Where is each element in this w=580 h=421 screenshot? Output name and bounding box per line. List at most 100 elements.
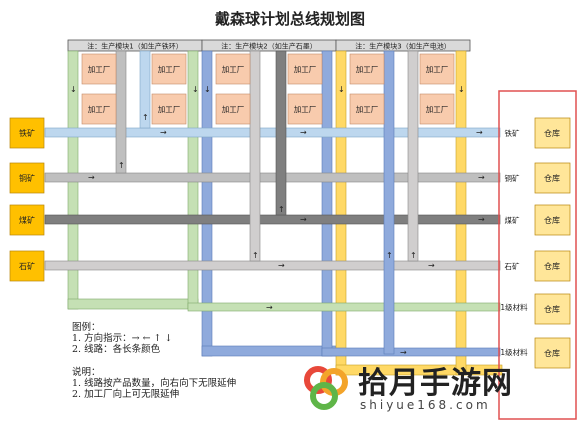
ore-source-coal: [9, 204, 45, 236]
line-tag: 铁矿: [505, 128, 520, 138]
notes: 说明： 1. 线路按产品数量，向右向下无限延伸 2. 加工厂向上可无限延伸: [72, 367, 236, 400]
factory-label: 加工厂: [294, 64, 317, 74]
arrow-right-icon: →: [476, 128, 483, 137]
stone-line: [44, 260, 501, 271]
ore-lines: [44, 127, 501, 271]
line-tag: 铜矿: [505, 173, 520, 183]
line-tag: 石矿: [505, 261, 520, 271]
watermark-brand: 拾月手游网: [358, 366, 513, 401]
warehouse-highlight-frame: [498, 90, 577, 420]
arrow-down-icon: ↓: [338, 85, 345, 94]
arrow-right-icon: →: [478, 173, 485, 182]
factory-label: 加工厂: [88, 104, 111, 114]
notes-item-1: 1. 线路按产品数量，向右向下无限延伸: [72, 378, 237, 389]
coal-line: [44, 214, 501, 225]
factory-box: [419, 53, 455, 85]
ore-source-label: 煤矿: [19, 215, 35, 225]
ore-source-label: 石矿: [19, 261, 35, 271]
arrow-right-icon: →: [88, 173, 95, 182]
factory-label: 加工厂: [356, 64, 379, 74]
legend-heading: 图例：: [72, 322, 101, 333]
arrow-right-icon: →: [428, 261, 435, 270]
arrow-right-icon: →: [266, 303, 273, 312]
factories: 加工厂 加工厂 加工厂 加工厂 加工厂 加工厂 加工厂 加工厂 加工厂 加工厂 …: [81, 53, 455, 125]
ore-source-label: 铜矿: [19, 173, 35, 183]
warehouse-label: 仓库: [544, 215, 560, 225]
warehouse-box: [534, 117, 571, 149]
line-tags: 铁矿 铜矿 煤矿 石矿 1级材料 1级材料: [500, 128, 528, 357]
arrow-right-icon: →: [278, 261, 285, 270]
product-line-2: [321, 347, 501, 357]
arrow-up-icon: ↑: [278, 205, 285, 214]
arrow-up-icon: ↑: [118, 161, 125, 170]
copper-line: [44, 172, 501, 183]
factory-label: 加工厂: [426, 64, 449, 74]
arrow-right-icon: →: [300, 215, 307, 224]
factory-box: [287, 93, 323, 125]
warehouse-box: [534, 250, 571, 282]
factory-label: 加工厂: [356, 104, 379, 114]
arrow-right-icon: →: [478, 215, 485, 224]
factory-box: [349, 93, 385, 125]
ore-source-copper: [9, 162, 45, 194]
factory-label: 加工厂: [222, 104, 245, 114]
line-tag: 煤矿: [505, 215, 520, 225]
watermark-url: shiyue168.com: [360, 398, 491, 412]
factory-label: 加工厂: [426, 104, 449, 114]
factory-box: [349, 53, 385, 85]
module-3-bus: [335, 50, 503, 376]
warehouse-box: [534, 204, 571, 236]
arrow-up-icon: ↑: [142, 113, 149, 122]
watermark: 拾月手游网 shiyue168.com: [300, 352, 512, 418]
legend: 图例： 1. 方向指示：→ ← ↑ ↓ 2. 线路：各长条颜色: [72, 322, 172, 355]
warehouse-box: [534, 337, 571, 369]
legend-item-direction: 1. 方向指示：→ ← ↑ ↓: [72, 333, 173, 344]
module-frames: 注：生产模块1（如生产铁环） 注：生产模块2（如生产石墨） 注：生产模块3（如生…: [67, 39, 471, 52]
line-tag: 1级材料: [500, 347, 528, 357]
product-lines: [187, 302, 501, 357]
line-tag: 1级材料: [500, 302, 528, 312]
iron-line: [44, 127, 501, 138]
module-2-label: 注：生产模块2（如生产石墨）: [221, 42, 316, 51]
warehouse-label: 仓库: [544, 304, 560, 314]
factory-box: [151, 53, 187, 85]
warehouse-box: [534, 293, 571, 325]
arrow-down-icon: ↓: [192, 85, 199, 94]
factory-box: [151, 93, 187, 125]
direction-arrows: → → → → → → → → → → → ↓ ↓ ↓ ↓ ↓ ↑ ↑ ↑ ↑ …: [70, 85, 485, 357]
module-3-header: [335, 39, 471, 52]
arrow-up-icon: ↑: [386, 251, 393, 260]
watermark-logo-icon: [304, 366, 348, 410]
product-line-1: [187, 302, 501, 312]
notes-heading: 说明：: [72, 367, 101, 378]
warehouse-label: 仓库: [544, 128, 560, 138]
ore-sources: 铁矿 铜矿 煤矿 石矿: [9, 117, 45, 282]
arrow-up-icon: ↑: [410, 251, 417, 260]
factory-label: 加工厂: [158, 104, 181, 114]
arrow-down-icon: ↓: [458, 85, 465, 94]
factory-box: [215, 53, 251, 85]
arrow-down-icon: ↓: [70, 85, 77, 94]
warehouse-box: [534, 162, 571, 194]
factory-label: 加工厂: [222, 64, 245, 74]
feeders: [115, 50, 419, 355]
notes-item-2: 2. 加工厂向上可无限延伸: [72, 389, 180, 400]
arrow-up-icon: ↑: [252, 251, 259, 260]
ore-source-label: 铁矿: [19, 128, 35, 138]
ore-source-iron: [9, 117, 45, 149]
factory-label: 加工厂: [158, 64, 181, 74]
arrow-right-icon: →: [400, 348, 407, 357]
warehouse-label: 仓库: [544, 348, 560, 358]
factory-box: [419, 93, 455, 125]
factory-label: 加工厂: [294, 104, 317, 114]
arrow-right-icon: →: [160, 128, 167, 137]
factory-box: [215, 93, 251, 125]
factory-box: [81, 53, 117, 85]
ore-source-stone: [9, 250, 45, 282]
factory-box: [81, 93, 117, 125]
warehouse-label: 仓库: [544, 261, 560, 271]
arrow-down-icon: ↓: [204, 85, 211, 94]
warehouses: 仓库 仓库 仓库 仓库 仓库 仓库: [534, 117, 571, 369]
diagram-title: 戴森球计划总线规划图: [215, 10, 365, 28]
